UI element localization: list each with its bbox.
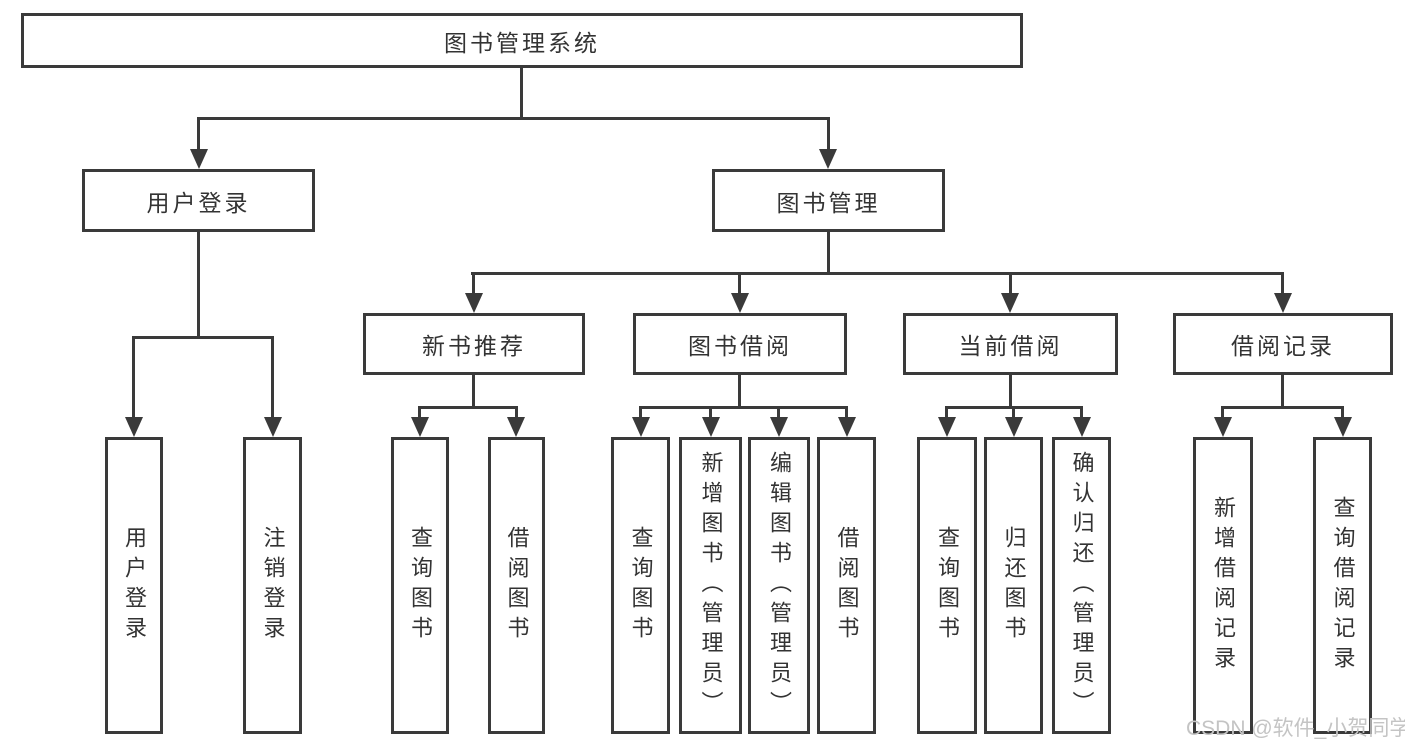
node-logout-label: 注销登录 (260, 525, 286, 646)
node-book-mgmt-label: 图书管理 (776, 189, 881, 216)
connector-stub-cb-query (945, 409, 948, 420)
connector-stub-logout (271, 339, 274, 419)
connector-user-login-trunk (197, 232, 200, 336)
connector-book-mgmt-trunk (827, 232, 830, 275)
arrow-down-icon (465, 293, 483, 313)
arrow-down-icon (770, 417, 788, 437)
node-bb-add-label: 新增图书（管理员） (698, 450, 724, 721)
arrow-down-icon (411, 417, 429, 437)
connector-new-book-bar (418, 406, 518, 409)
arrow-down-icon (702, 417, 720, 437)
node-cb-query-label: 查询图书 (935, 525, 960, 646)
connector-borrow-record-trunk (1281, 375, 1284, 409)
node-bb-add: 新增图书（管理员） (679, 437, 742, 734)
node-user-login-label: 用户登录 (146, 189, 251, 216)
node-cb-confirm: 确认归还（管理员） (1052, 437, 1111, 734)
connector-book-borrow-trunk (738, 375, 741, 409)
node-bb-edit-label: 编辑图书（管理员） (767, 450, 792, 721)
connector-borrow-record-bar (1221, 406, 1344, 409)
connector-stub-cb-return (1012, 409, 1015, 420)
connector-level3-bar (471, 272, 1284, 275)
node-bb-query-label: 查询图书 (628, 525, 654, 646)
connector-stub-cb-confirm (1080, 409, 1083, 420)
arrow-down-icon (1005, 417, 1023, 437)
node-cb-confirm-label: 确认归还（管理员） (1069, 450, 1095, 721)
node-br-query: 查询借阅记录 (1313, 437, 1372, 734)
connector-stub-bb-edit (777, 409, 780, 420)
connector-stub-book-mgmt (827, 120, 830, 152)
node-root-label: 图书管理系统 (444, 29, 600, 56)
connector-stub-new-book (472, 275, 475, 296)
arrow-down-icon (632, 417, 650, 437)
node-book-mgmt: 图书管理 (712, 169, 945, 232)
arrow-down-icon (1214, 417, 1232, 437)
node-cb-return-label: 归还图书 (1001, 525, 1027, 646)
connector-stub-current-borrow (1009, 275, 1012, 296)
node-nb-query: 查询图书 (391, 437, 449, 734)
node-new-book-rec-label: 新书推荐 (422, 333, 526, 359)
node-br-add-label: 新增借阅记录 (1211, 495, 1236, 676)
node-root: 图书管理系统 (21, 13, 1023, 68)
arrow-down-icon (1274, 293, 1292, 313)
node-cb-return: 归还图书 (984, 437, 1043, 734)
connector-stub-br-add (1221, 409, 1224, 420)
node-nb-borrow-label: 借阅图书 (504, 525, 530, 646)
node-cb-query: 查询图书 (917, 437, 977, 734)
connector-current-borrow-trunk (1009, 375, 1012, 409)
node-book-borrow-label: 图书借阅 (688, 333, 792, 359)
connector-stub-login (132, 339, 135, 419)
node-nb-borrow: 借阅图书 (488, 437, 545, 734)
connector-stub-user-login (197, 120, 200, 152)
arrow-down-icon (1334, 417, 1352, 437)
node-br-query-label: 查询借阅记录 (1330, 495, 1356, 676)
node-login: 用户登录 (105, 437, 163, 734)
connector-user-login-bar (132, 336, 274, 339)
connector-level2-bar (197, 117, 830, 120)
node-borrow-record-label: 借阅记录 (1231, 333, 1335, 359)
node-bb-borrow: 借阅图书 (817, 437, 876, 734)
arrow-down-icon (819, 149, 837, 169)
node-user-login: 用户登录 (82, 169, 315, 232)
connector-stub-bb-add (709, 409, 712, 420)
arrow-down-icon (1073, 417, 1091, 437)
connector-book-borrow-bar (639, 406, 848, 409)
connector-current-borrow-bar (945, 406, 1083, 409)
node-bb-edit: 编辑图书（管理员） (748, 437, 810, 734)
connector-stub-book-borrow (738, 275, 741, 296)
arrow-down-icon (838, 417, 856, 437)
node-new-book-rec: 新书推荐 (363, 313, 585, 375)
node-book-borrow: 图书借阅 (633, 313, 847, 375)
arrow-down-icon (731, 293, 749, 313)
connector-stub-nb-query (418, 409, 421, 420)
node-nb-query-label: 查询图书 (408, 525, 433, 646)
connector-new-book-trunk (472, 375, 475, 409)
node-br-add: 新增借阅记录 (1193, 437, 1253, 734)
arrow-down-icon (938, 417, 956, 437)
node-borrow-record: 借阅记录 (1173, 313, 1393, 375)
arrow-down-icon (125, 417, 143, 437)
connector-stub-nb-borrow (515, 409, 518, 420)
node-logout: 注销登录 (243, 437, 302, 734)
node-bb-query: 查询图书 (611, 437, 670, 734)
connector-stub-bb-borrow (845, 409, 848, 420)
arrow-down-icon (507, 417, 525, 437)
arrow-down-icon (1001, 293, 1019, 313)
node-current-borrow-label: 当前借阅 (958, 333, 1063, 359)
connector-stub-br-query (1341, 409, 1344, 420)
connector-root-trunk (520, 68, 523, 120)
node-login-label: 用户登录 (122, 525, 147, 646)
node-current-borrow: 当前借阅 (903, 313, 1118, 375)
connector-stub-bb-query (639, 409, 642, 420)
arrow-down-icon (190, 149, 208, 169)
watermark-text: CSDN @软件_小贺同学 (1186, 717, 1405, 740)
node-bb-borrow-label: 借阅图书 (834, 525, 860, 646)
connector-stub-borrow-record (1281, 275, 1284, 296)
arrow-down-icon (264, 417, 282, 437)
